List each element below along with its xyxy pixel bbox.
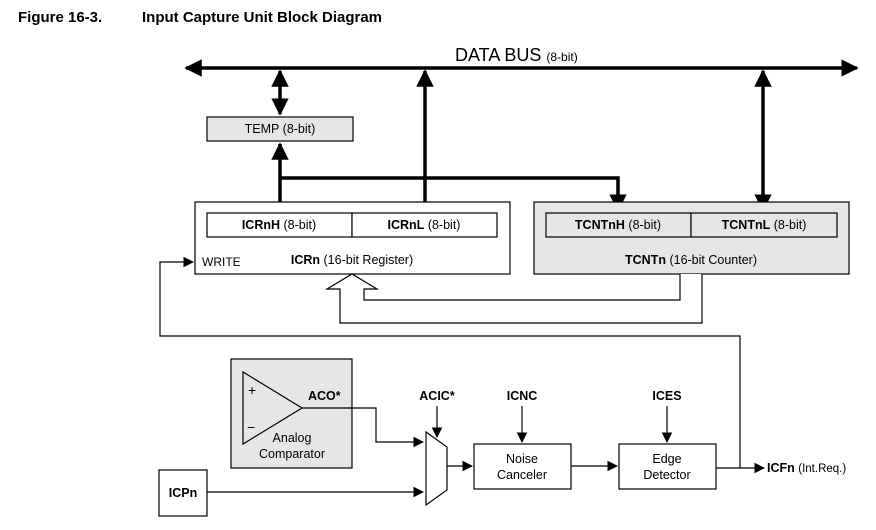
noise-canceler-label-line2: Canceler <box>497 468 547 482</box>
icr-register-label: ICRn (16-bit Register) <box>291 253 413 267</box>
icrh-label: ICRnH (8-bit) <box>242 218 316 232</box>
comparator-triangle <box>242 370 304 446</box>
tcntl-label: TCNTnL (8-bit) <box>722 218 807 232</box>
write-feedback-line <box>159 256 741 468</box>
figure-caption: Input Capture Unit Block Diagram <box>142 9 383 26</box>
edge-detector-label-line1: Edge <box>652 452 681 466</box>
tcntl-cell <box>690 212 838 238</box>
temp-tcnth-link <box>280 176 627 212</box>
aco-label: ACO* <box>308 389 341 403</box>
icrl-cell <box>351 212 498 238</box>
tcnt-to-icr-copy-arrow <box>324 273 703 324</box>
icp-pin-box <box>158 469 208 517</box>
icp-pin-label: ICPn <box>169 486 197 500</box>
tcnth-label: TCNTnH (8-bit) <box>575 218 661 232</box>
icnc-label: ICNC <box>507 389 538 403</box>
data-bus-label: DATA BUS (8-bit) <box>455 45 578 65</box>
tcnth-cell <box>545 212 692 238</box>
comparator-plus: + <box>248 382 256 398</box>
temp-register-box <box>206 116 354 142</box>
input-mux <box>425 430 448 507</box>
aco-to-mux-line <box>302 407 425 448</box>
tcnt-counter-label: TCNTn (16-bit Counter) <box>625 253 757 267</box>
figure-number: Figure 16-3. <box>18 9 103 26</box>
comparator-label-line1: Analog <box>273 431 312 445</box>
ices-label: ICES <box>652 389 681 403</box>
icrl-label: ICRnL (8-bit) <box>388 218 461 232</box>
edge-detector-box <box>618 443 717 490</box>
noise-canceler-box <box>473 443 572 490</box>
edge-detector-label-line2: Detector <box>643 468 690 482</box>
comparator-minus: − <box>247 419 255 435</box>
comparator-label-line2: Comparator <box>259 447 325 461</box>
icf-label: ICFn (Int.Req.) <box>767 461 846 475</box>
temp-register-label: TEMP (8-bit) <box>245 122 316 136</box>
write-label: WRITE <box>202 255 241 269</box>
figure-title: Figure 16-3. Input Capture Unit Block Dia… <box>18 9 382 26</box>
acic-label: ACIC* <box>419 389 455 403</box>
noise-canceler-label-line1: Noise <box>506 452 538 466</box>
